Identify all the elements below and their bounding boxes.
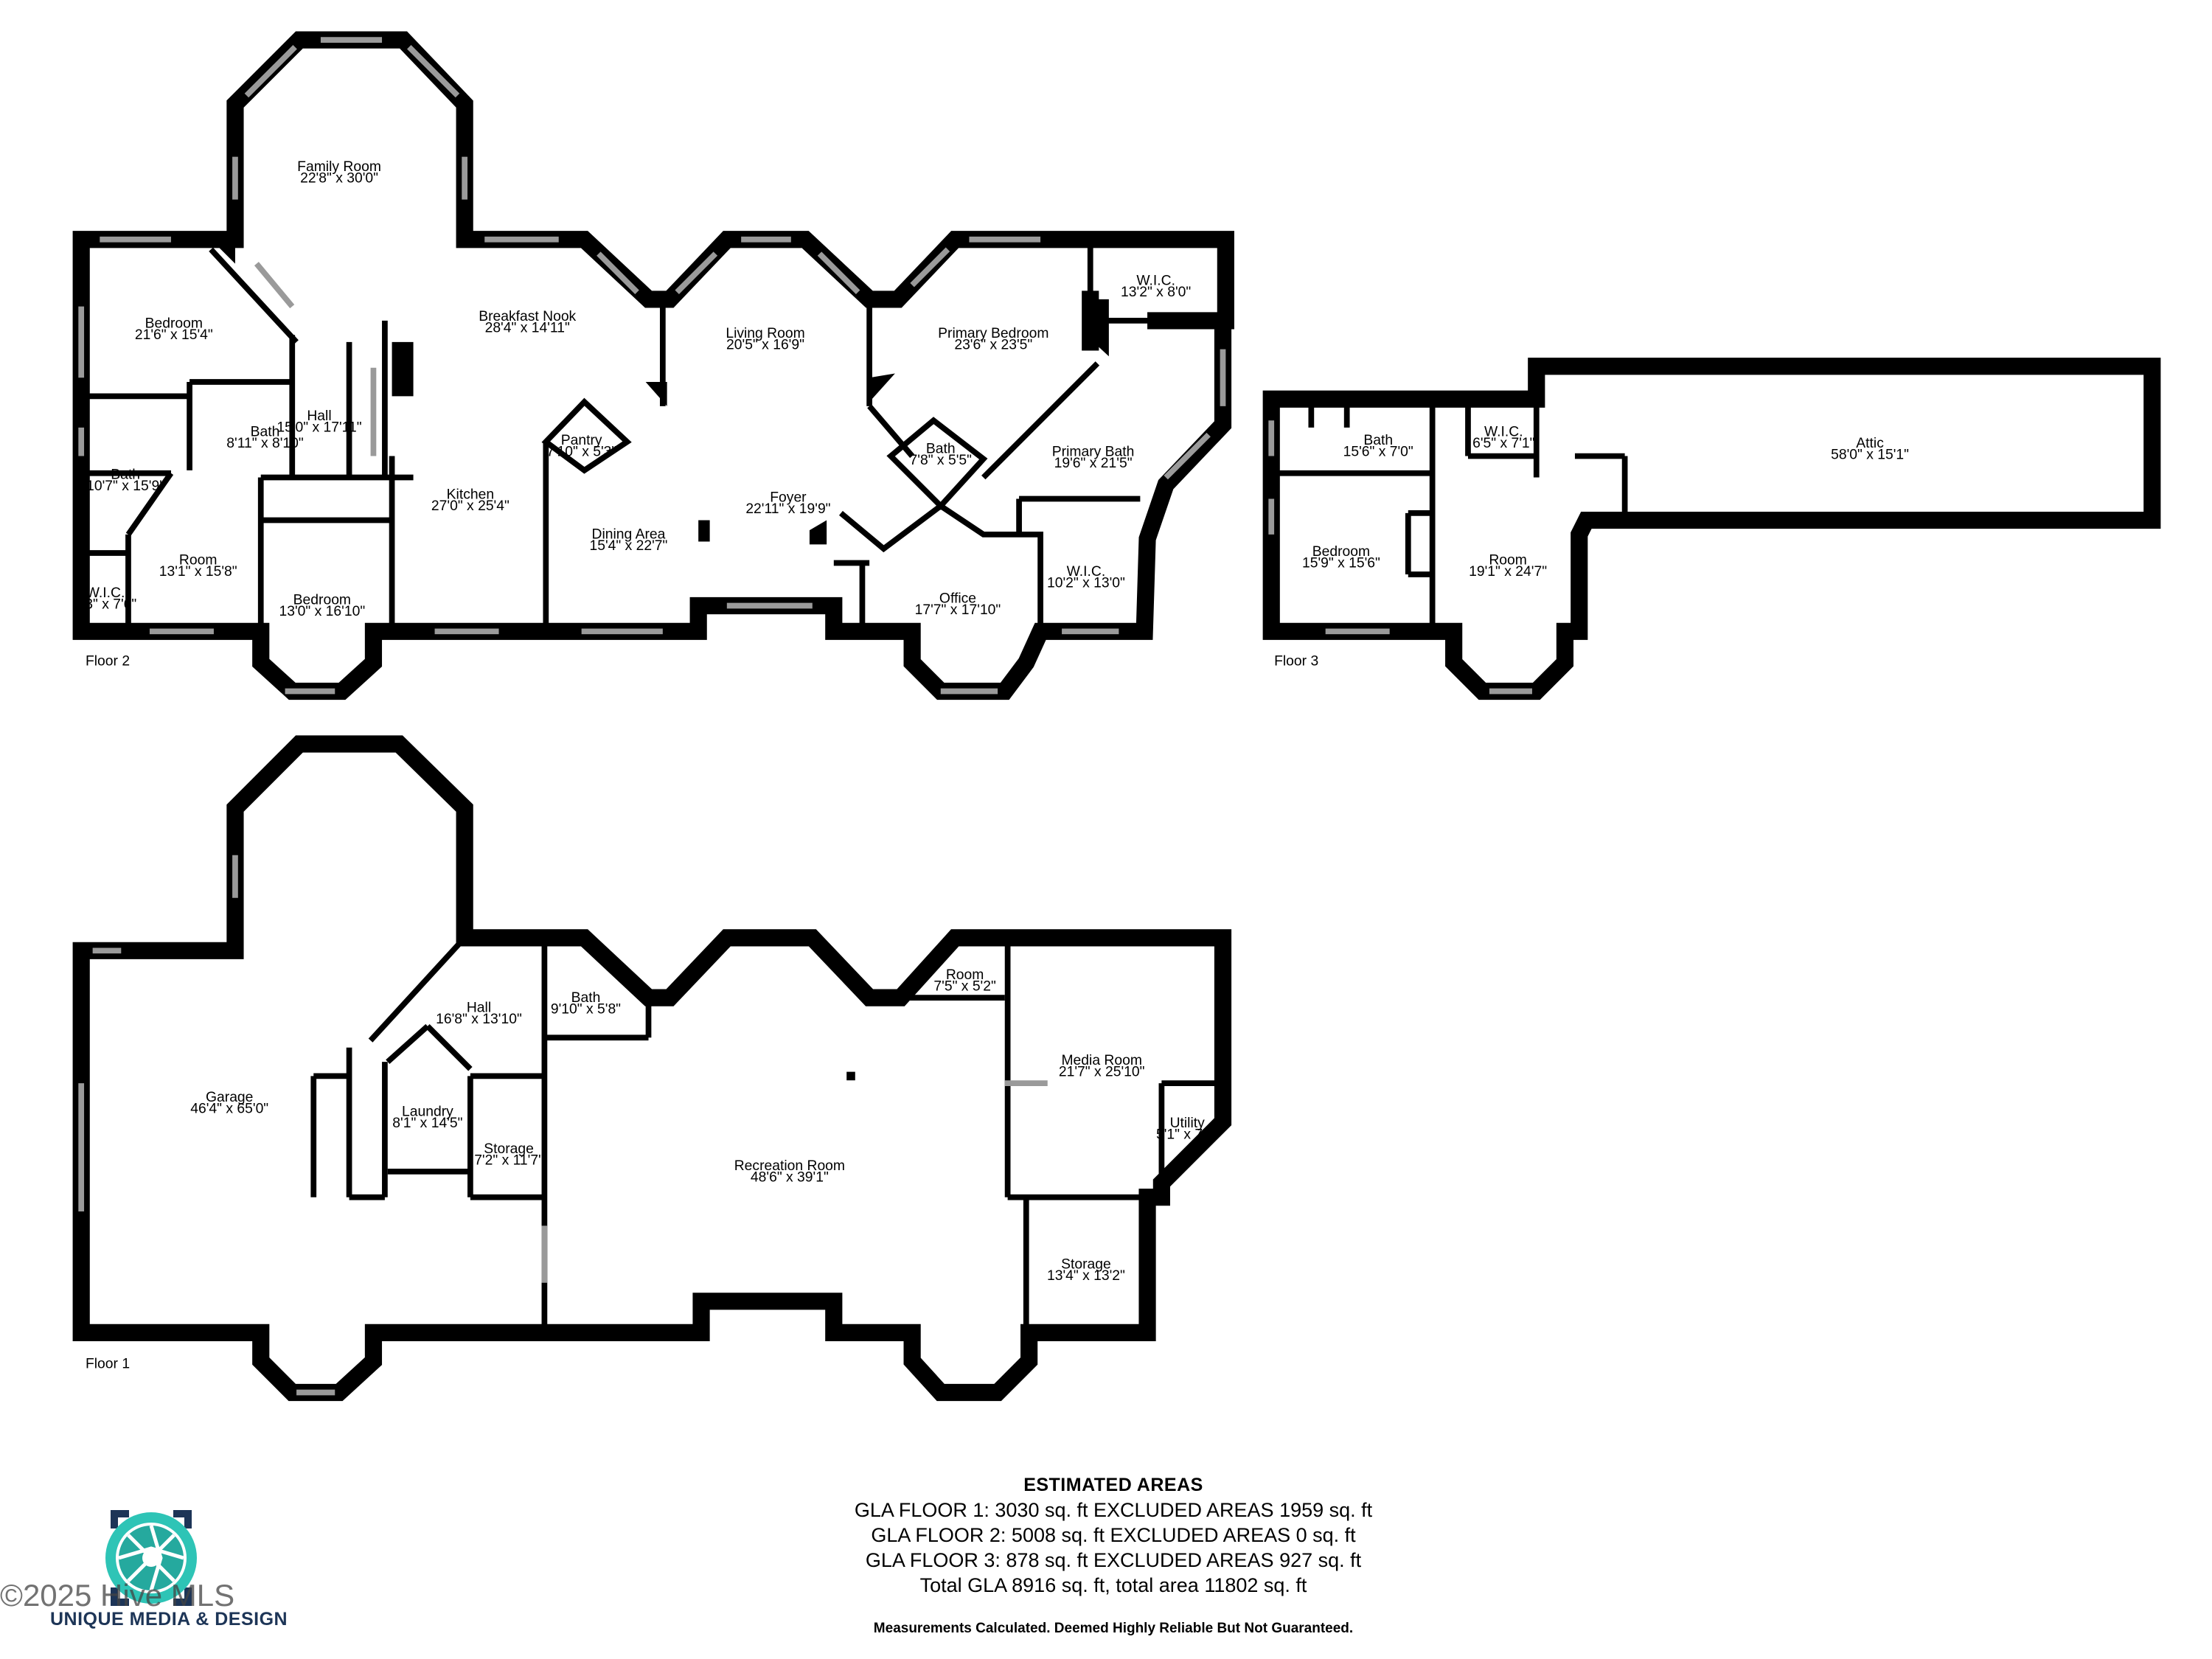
room-name: Room [946, 967, 984, 983]
room-dims: 5'1" x 7'2" [1156, 1127, 1219, 1142]
room-name: Bath [571, 990, 601, 1006]
room-name: Kitchen [447, 487, 494, 503]
room-name: Utility [1170, 1116, 1206, 1131]
room-dims: 6'5" x 7'1" [1472, 436, 1535, 451]
room-dims: 7'2" x 11'7" [474, 1152, 543, 1168]
room-name: Storage [484, 1141, 534, 1157]
room-name: Primary Bath [1052, 445, 1135, 460]
room-name: Foyer [770, 490, 807, 505]
room-dims: 46'4" x 65'0" [190, 1102, 268, 1117]
room-name: W.I.C. [1067, 564, 1106, 580]
room-name: Garage [206, 1090, 253, 1105]
room-dims: 19'1" x 24'7" [1469, 564, 1547, 580]
room-name: Room [179, 552, 218, 568]
room-dims: 13'4" x 13'2" [1047, 1268, 1125, 1284]
room-dims: 15'0" x 17'11" [276, 420, 361, 436]
area-line-floor-3: GLA FLOOR 3: 878 sq. ft EXCLUDED AREAS 9… [865, 1549, 1362, 1571]
room-dims: 7'10" x 5'3" [546, 445, 616, 460]
room-dims: 8'1" x 14'5" [392, 1116, 462, 1131]
room-name: Storage [1061, 1256, 1111, 1272]
room-name: Living Room [726, 326, 804, 341]
room-name: Recreation Room [734, 1158, 845, 1174]
floor-label: Floor 1 [86, 1357, 130, 1372]
copyright-watermark: ©2025 Hive MLS [0, 1578, 235, 1613]
room-name: Attic [1856, 436, 1884, 451]
room-dims: 13'0" x 16'10" [279, 604, 366, 619]
room-name: W.I.C. [86, 585, 125, 601]
measurement-disclaimer: Measurements Calculated. Deemed Highly R… [873, 1621, 1354, 1636]
room-name: Hall [467, 1000, 491, 1015]
room-dims: 10'2" x 13'0" [1047, 575, 1125, 591]
room-dims: 9'10" x 5'8" [551, 1001, 621, 1017]
room-name: Room [1489, 552, 1527, 568]
room-name: Bedroom [293, 593, 351, 608]
floor-label: Floor 2 [86, 654, 130, 669]
floor-2-plan: Family Room 22'8" x 30'0" Bedroom 21'6" … [72, 31, 1234, 700]
room-dims: 4'3" x 7'6" [74, 597, 137, 612]
logo-text: UNIQUE MEDIA & DESIGN [50, 1609, 288, 1630]
room-dims: 17'7" x 17'10" [915, 602, 1001, 618]
room-name: Bath [1363, 433, 1393, 448]
room-name: W.I.C. [1484, 424, 1523, 439]
room-name: Media Room [1061, 1053, 1141, 1068]
room-name: Primary Bedroom [938, 326, 1048, 341]
room-dims: 28'4" x 14'11" [485, 320, 570, 335]
room-dims: 7'8" x 5'5" [910, 453, 973, 468]
room-dims: 27'0" x 25'4" [431, 498, 509, 514]
floor-1-plan: Garage 46'4" x 65'0" Hall 16'8" x 13'10"… [72, 735, 1232, 1402]
room-dims: 21'7" x 25'10" [1059, 1064, 1145, 1079]
room-dims: 13'1" x 15'8" [159, 564, 237, 580]
room-name: Pantry [561, 433, 602, 448]
room-name: Office [939, 591, 976, 607]
room-name: Bedroom [1312, 544, 1370, 560]
room-dims: 15'4" x 22'7" [589, 538, 667, 554]
room-dims: 22'11" x 19'9" [745, 501, 830, 517]
estimated-areas: ESTIMATED AREAS GLA FLOOR 1: 3030 sq. ft… [708, 1475, 1519, 1598]
room-name: Bath [251, 424, 280, 439]
room-name: Laundry [402, 1105, 453, 1120]
room-dims: 58'0" x 15'1" [1831, 447, 1909, 462]
room-dims: 19'6" x 21'5" [1054, 456, 1133, 471]
estimated-areas-heading: ESTIMATED AREAS [1023, 1475, 1203, 1495]
room-dims: 23'6" x 23'5" [954, 338, 1032, 353]
room-dims: 10'7" x 15'9" [86, 479, 164, 494]
room-dims: 20'5" x 16'9" [726, 338, 804, 353]
floor-3-plan: Bath 15'6" x 7'0" W.I.C. 6'5" x 7'1" Att… [1262, 358, 2161, 700]
room-name: Bath [111, 467, 140, 482]
floor-label: Floor 3 [1274, 654, 1318, 669]
room-name: W.I.C. [1136, 274, 1175, 289]
room-dims: 15'6" x 7'0" [1343, 445, 1413, 460]
room-dims: 21'6" x 15'4" [135, 327, 213, 343]
room-dims: 15'9" x 15'6" [1302, 555, 1380, 571]
room-name: Family Room [297, 159, 381, 175]
room-name: Bedroom [145, 316, 203, 332]
camera-aperture-icon [105, 1510, 197, 1606]
area-line-total: Total GLA 8916 sq. ft, total area 11802 … [919, 1574, 1307, 1596]
room-dims: 8'11" x 8'10" [226, 436, 304, 451]
area-line-floor-2: GLA FLOOR 2: 5008 sq. ft EXCLUDED AREAS … [871, 1524, 1356, 1546]
room-name: Bath [926, 442, 956, 457]
room-name: Hall [307, 408, 331, 424]
room-dims: 48'6" x 39'1" [751, 1169, 829, 1185]
room-dims: 7'5" x 5'2" [933, 978, 996, 994]
room-dims: 22'8" x 30'0" [300, 170, 378, 186]
room-dims: 13'2" x 8'0" [1121, 285, 1191, 300]
room-name: Dining Area [592, 527, 666, 543]
room-name: Breakfast Nook [479, 309, 576, 324]
area-line-floor-1: GLA FLOOR 1: 3030 sq. ft EXCLUDED AREAS … [854, 1499, 1373, 1521]
room-dims: 16'8" x 13'10" [436, 1012, 522, 1027]
